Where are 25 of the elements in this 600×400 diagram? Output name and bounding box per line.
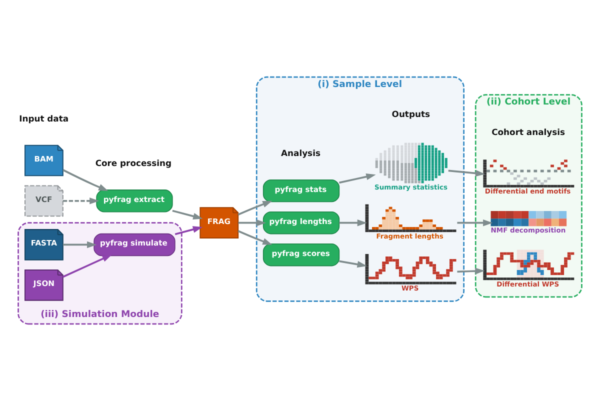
label: Analysis bbox=[281, 147, 320, 158]
arrow bbox=[62, 254, 112, 278]
arrow bbox=[62, 168, 108, 190]
arrow bbox=[238, 218, 266, 226]
arrow bbox=[457, 218, 493, 226]
node-box: pyfrag lengths bbox=[262, 210, 340, 234]
arrow bbox=[238, 230, 272, 244]
arrow bbox=[172, 209, 203, 220]
arrow bbox=[62, 240, 97, 248]
label: Core processing bbox=[95, 157, 172, 168]
label: Outputs bbox=[392, 108, 430, 119]
node-box: pyfrag simulate bbox=[94, 232, 176, 256]
arrow bbox=[448, 169, 486, 176]
node-box: pyfrag stats bbox=[262, 178, 340, 202]
node-box: pyfrag extract bbox=[96, 189, 173, 212]
label: Input data bbox=[19, 112, 69, 123]
arrow bbox=[339, 218, 367, 226]
label: Cohort analysis bbox=[492, 126, 565, 136]
arrow bbox=[62, 197, 100, 204]
arrow bbox=[339, 260, 367, 268]
arrow bbox=[457, 267, 485, 274]
arrow bbox=[339, 172, 376, 184]
arrow bbox=[238, 200, 272, 215]
node-box: pyfrag scores bbox=[262, 242, 340, 266]
arrow bbox=[174, 226, 203, 235]
